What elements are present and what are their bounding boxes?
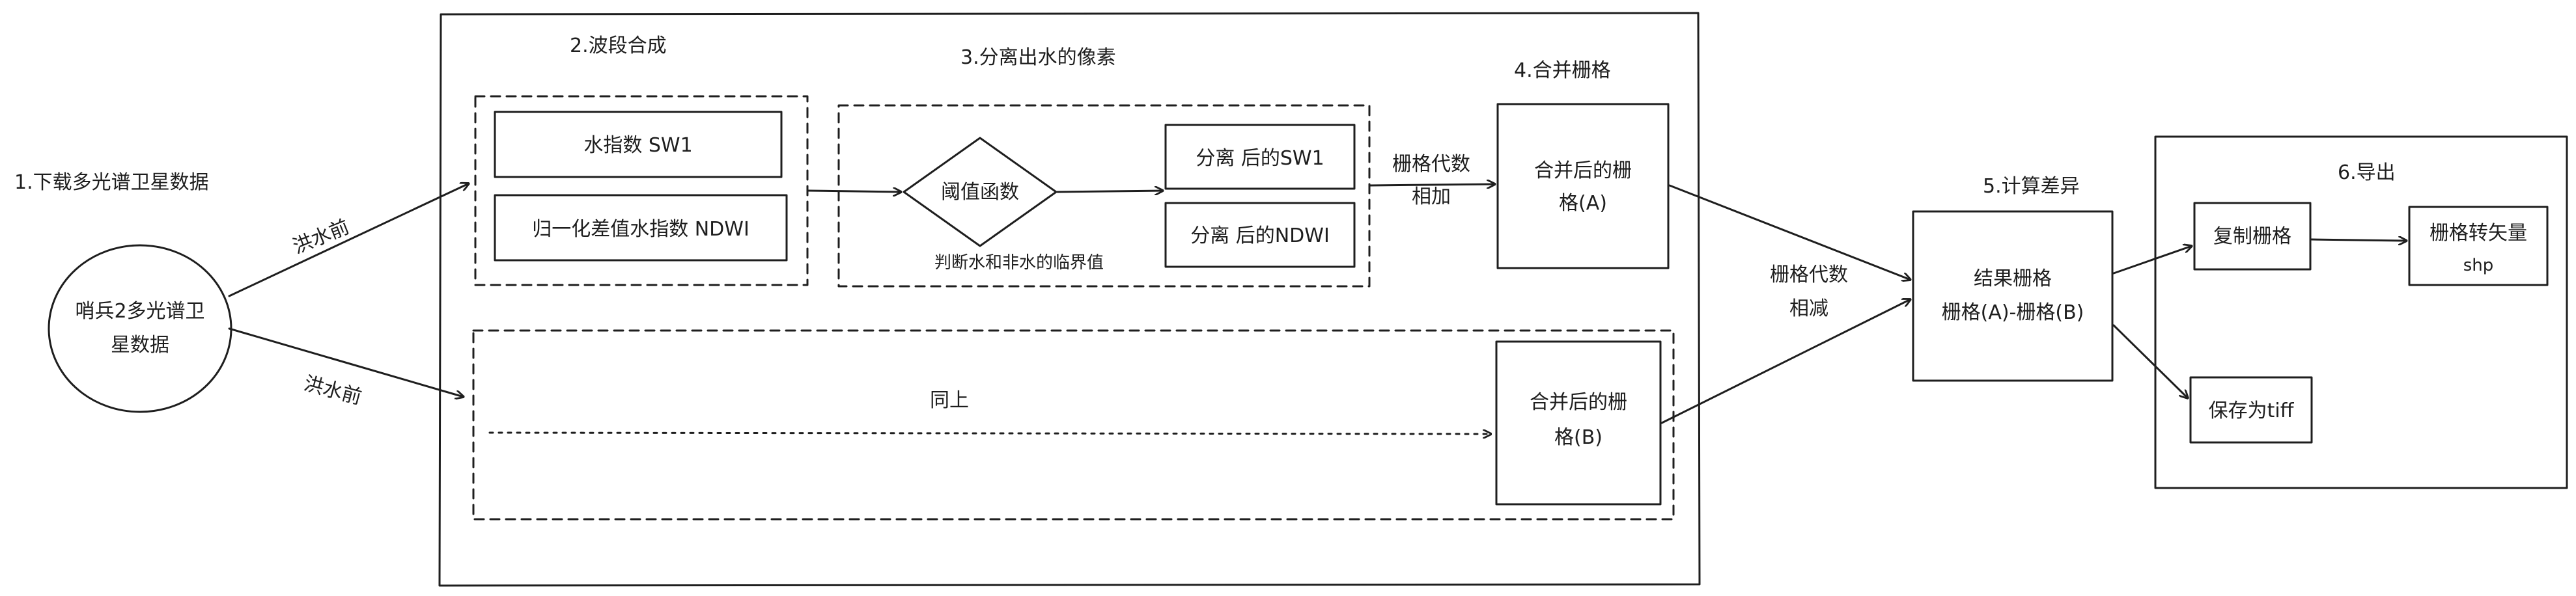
separated-ndwi-box[interactable]	[1164, 202, 1356, 268]
edge-synthesis-to-threshold	[806, 191, 903, 192]
result-raster-box[interactable]	[1912, 210, 2114, 382]
raster-to-vector-box[interactable]	[2408, 206, 2549, 286]
separated-sw1-label: 分离 后的SW1	[1196, 147, 1324, 170]
edge-merge-a-to-result	[1668, 184, 1911, 280]
threshold-diamond[interactable]	[903, 137, 1057, 247]
raster-to-vector-line2: shp	[2463, 256, 2494, 275]
source-title: 1.下载多光谱卫星数据	[14, 171, 209, 194]
edge-source-to-synthesis	[228, 183, 469, 297]
merge-title: 4.合并栅格	[1514, 59, 1611, 82]
copy-raster-box[interactable]	[2193, 202, 2312, 271]
difference-title: 5.计算差异	[1983, 175, 2080, 198]
raster-to-vector-line1: 栅格转矢量	[2429, 222, 2527, 245]
sw1-label: 水指数 SW1	[583, 134, 692, 157]
source-circle-line2: 星数据	[111, 334, 169, 357]
ndwi-label: 归一化差值水指数 NDWI	[532, 218, 749, 241]
sw1-box[interactable]	[494, 111, 783, 178]
edge-threshold-to-separated	[1056, 191, 1164, 192]
save-tiff-box[interactable]	[2189, 376, 2313, 444]
result-line1: 结果栅格	[1974, 267, 2052, 290]
band-synthesis-group	[474, 95, 809, 286]
separated-ndwi-label: 分离 后的NDWI	[1190, 224, 1330, 247]
edge-label-before-bottom: 洪水前	[301, 372, 364, 409]
merge-edge-line2: 相加	[1412, 185, 1451, 208]
edge-source-to-same	[228, 327, 464, 397]
save-tiff-label: 保存为tiff	[2209, 400, 2295, 422]
same-as-above-label: 同上	[930, 389, 969, 412]
threshold-label: 阈值函数	[941, 181, 1019, 204]
threshold-note: 判断水和非水的临界值	[934, 253, 1104, 273]
merged-a-line1: 合并后的栅	[1534, 159, 1632, 182]
processing-frame	[438, 12, 1701, 587]
difference-edge-line2: 相减	[1789, 297, 1828, 320]
result-line2: 栅格(A)-栅格(B)	[1942, 301, 2084, 324]
edge-result-to-copy	[2112, 246, 2192, 275]
edge-same-dotted	[488, 433, 1492, 434]
merge-edge-line1: 栅格代数	[1392, 153, 1470, 176]
band-synthesis-title: 2.波段合成	[570, 34, 667, 57]
merged-raster-a-box[interactable]	[1496, 103, 1670, 269]
merged-b-line1: 合并后的栅	[1530, 391, 1627, 414]
merged-a-line2: 格(A)	[1559, 192, 1607, 215]
source-circle	[48, 244, 232, 413]
separated-sw1-box[interactable]	[1164, 124, 1356, 190]
export-title: 6.导出	[2338, 161, 2396, 184]
difference-edge-line1: 栅格代数	[1770, 264, 1848, 286]
export-frame	[2154, 135, 2568, 489]
copy-raster-label: 复制栅格	[2213, 225, 2291, 248]
same-as-above-group	[472, 329, 1675, 521]
edge-result-to-tiff	[2112, 324, 2188, 398]
ndwi-box[interactable]	[494, 194, 788, 262]
separate-water-group	[837, 104, 1371, 288]
merged-b-line2: 格(B)	[1554, 426, 1603, 449]
edge-separated-to-merge	[1369, 184, 1496, 185]
edge-copy-to-vector	[2310, 239, 2408, 241]
merged-raster-b-box[interactable]	[1495, 340, 1662, 506]
separate-water-title: 3.分离出水的像素	[960, 46, 1116, 69]
source-circle-line1: 哨兵2多光谱卫	[75, 300, 204, 323]
edge-merge-b-to-result	[1660, 299, 1911, 424]
